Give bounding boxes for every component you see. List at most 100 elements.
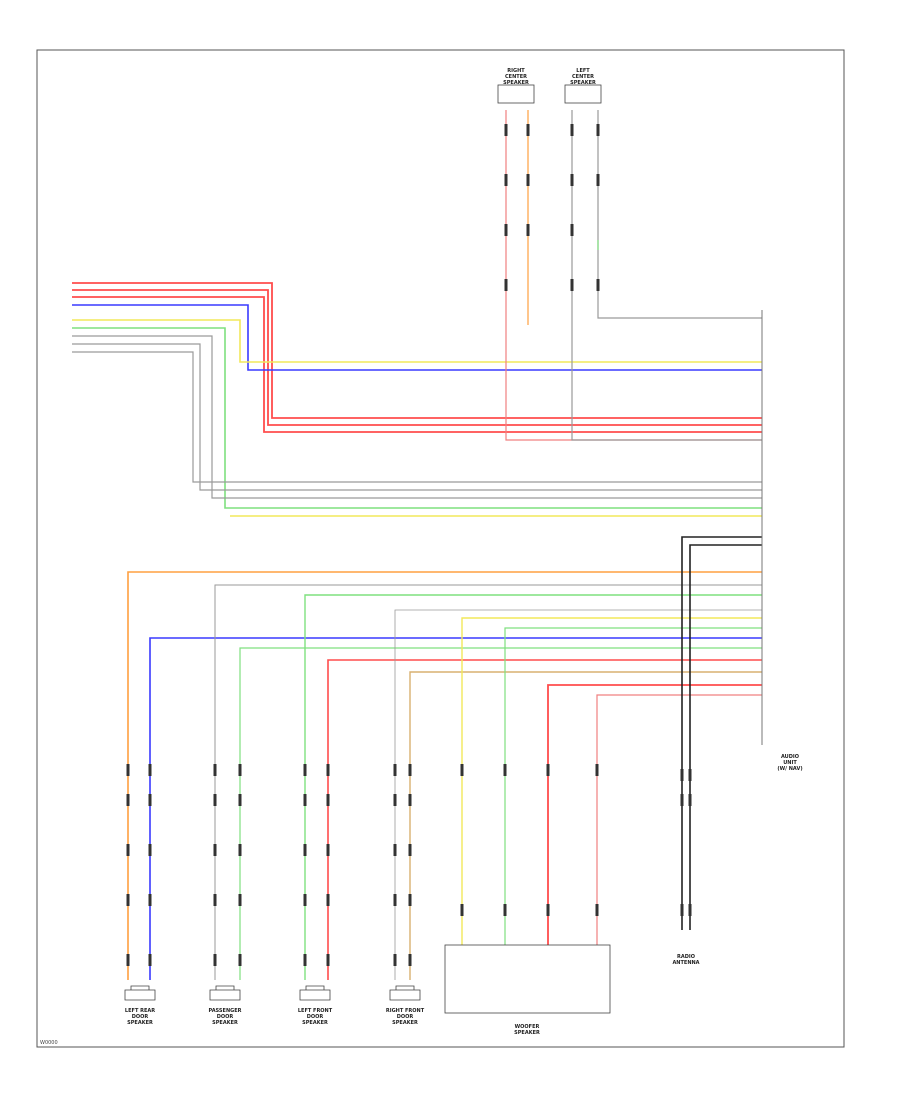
wire-tan-sp4 <box>409 671 762 980</box>
wire-gray-center <box>571 110 762 441</box>
connector-low-4-1 <box>303 794 307 806</box>
component-woofer-speaker <box>444 944 611 1014</box>
connector-top-1 <box>504 174 508 186</box>
connector-low-6-0 <box>393 764 397 776</box>
connector-low-3-4 <box>238 954 242 966</box>
connector-low-3-0 <box>238 764 242 776</box>
component-left-center-speaker <box>564 84 602 104</box>
connector-sub-2-0 <box>546 764 550 776</box>
connector-low-1-0 <box>148 764 152 776</box>
wire-antenna-1 <box>681 536 762 930</box>
connector-ant-1-2 <box>688 904 692 916</box>
connector-low-0-3 <box>126 894 130 906</box>
wire-gray-3 <box>72 351 762 483</box>
connector-ant-0-2 <box>680 904 684 916</box>
connector-low-6-1 <box>393 794 397 806</box>
connector-low-5-0 <box>326 764 330 776</box>
connector-low-2-1 <box>213 794 217 806</box>
speaker-icon-1 <box>124 985 156 1001</box>
connector-low-4-2 <box>303 844 307 856</box>
connector-ant-1-0 <box>688 769 692 781</box>
connector-top-3 <box>504 279 508 291</box>
wire-red-2 <box>72 289 762 426</box>
wire-blue-top <box>72 304 762 371</box>
connector-low-1-2 <box>148 844 152 856</box>
connector-top-9 <box>570 224 574 236</box>
component-right-center-speaker <box>497 84 535 104</box>
wire-green-sp2 <box>239 647 762 980</box>
connector-low-7-0 <box>408 764 412 776</box>
connector-low-6-3 <box>393 894 397 906</box>
connector-low-3-1 <box>238 794 242 806</box>
connector-ant-0-0 <box>680 769 684 781</box>
connector-low-2-0 <box>213 764 217 776</box>
connector-low-0-2 <box>126 844 130 856</box>
connector-top-10 <box>570 279 574 291</box>
connector-low-0-4 <box>126 954 130 966</box>
connector-low-1-1 <box>148 794 152 806</box>
connector-low-1-4 <box>148 954 152 966</box>
connector-sub-2-1 <box>546 904 550 916</box>
connector-low-5-1 <box>326 794 330 806</box>
connector-top-4 <box>526 124 530 136</box>
connector-sub-0-1 <box>460 904 464 916</box>
speaker-icon-4 <box>389 985 421 1001</box>
connector-top-12 <box>596 174 600 186</box>
wire-red-1 <box>72 282 762 419</box>
wire-gray-center-2 <box>597 110 762 319</box>
connector-top-6 <box>526 224 530 236</box>
wire-red-sub <box>547 684 762 945</box>
wire-gray-sp4 <box>394 609 762 980</box>
connector-top-11 <box>596 124 600 136</box>
connector-low-0-0 <box>126 764 130 776</box>
wire-orange-1 <box>127 571 762 980</box>
connector-low-4-4 <box>303 954 307 966</box>
wire-yellow-top <box>72 319 762 363</box>
connector-low-3-2 <box>238 844 242 856</box>
connector-top-7 <box>570 124 574 136</box>
speaker-icon-3 <box>299 985 331 1001</box>
wire-layer <box>72 110 763 980</box>
wire-green-sp3 <box>304 594 762 980</box>
wire-gray-2 <box>72 343 762 491</box>
connector-top-2 <box>504 224 508 236</box>
wire-green-top <box>72 327 762 509</box>
connector-top-5 <box>526 174 530 186</box>
wire-antenna-2 <box>689 544 762 930</box>
connector-low-7-3 <box>408 894 412 906</box>
connector-sub-0-0 <box>460 764 464 776</box>
connector-ant-1-1 <box>688 794 692 806</box>
connector-sub-1-1 <box>503 904 507 916</box>
connector-low-5-2 <box>326 844 330 856</box>
wire-blue-1 <box>149 637 762 980</box>
diagram-frame <box>36 49 845 1048</box>
connector-low-7-2 <box>408 844 412 856</box>
connector-top-13 <box>596 279 600 291</box>
connector-low-2-2 <box>213 844 217 856</box>
figure-code: W0000 <box>40 1040 58 1046</box>
connector-low-5-3 <box>326 894 330 906</box>
wire-green-sub <box>504 627 762 945</box>
connector-sub-3-0 <box>595 764 599 776</box>
connector-low-4-3 <box>303 894 307 906</box>
connector-ant-0-1 <box>680 794 684 806</box>
connector-low-6-4 <box>393 954 397 966</box>
connector-low-7-4 <box>408 954 412 966</box>
connector-top-0 <box>504 124 508 136</box>
connector-low-6-2 <box>393 844 397 856</box>
wire-red-3 <box>72 296 762 433</box>
connector-sub-3-1 <box>595 904 599 916</box>
wire-red-sp3 <box>327 659 762 980</box>
connector-low-0-1 <box>126 794 130 806</box>
wire-pink-sub <box>596 694 762 945</box>
